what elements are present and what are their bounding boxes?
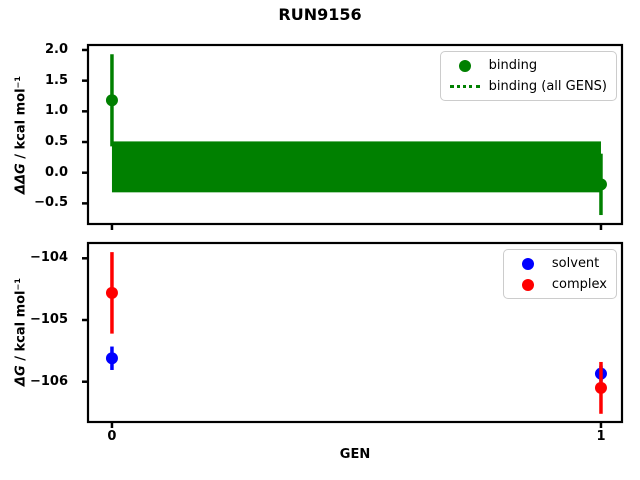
- legend-item-binding: binding: [450, 56, 607, 75]
- complex-data-point: [105, 286, 118, 299]
- solvent-data-point: [105, 352, 118, 365]
- axes-spines: [86, 43, 624, 226]
- legend-marker-icon: [450, 59, 480, 72]
- y-tick-label: 1.5: [44, 72, 68, 88]
- y-tick-label: 0.0: [44, 164, 68, 180]
- legend-label: binding (all GENS): [488, 79, 607, 94]
- y-tick-label: −106: [29, 373, 68, 389]
- legend-dotted-line-icon: [449, 85, 480, 88]
- legend-label: solvent: [551, 256, 600, 271]
- axes-spines: [86, 241, 624, 424]
- dot-glyph: [458, 59, 471, 72]
- legend-marker-icon: [513, 278, 543, 291]
- y-tick-label: −105: [29, 312, 68, 327]
- y-tick-label: 2.0: [44, 41, 68, 57]
- y-tick-label: −104: [29, 250, 68, 266]
- figure-title: RUN9156: [278, 5, 362, 24]
- binding-data-point: [594, 178, 607, 191]
- x-tick-label: 0: [107, 429, 117, 444]
- legend-item-solvent: solvent: [513, 254, 607, 273]
- legend-marker-icon: [513, 257, 543, 270]
- dot-glyph: [521, 278, 534, 291]
- legend-label: binding: [488, 58, 538, 73]
- x-tick-label: 1: [596, 429, 606, 444]
- uncertainty-band: [111, 141, 601, 193]
- x-axis-label: GEN: [339, 447, 371, 462]
- dot-glyph: [521, 257, 534, 270]
- dotted-line-glyph: [449, 85, 480, 88]
- y-tick-label: 1.0: [44, 103, 68, 119]
- binding-data-point: [105, 94, 118, 107]
- legend-bottom-panel: solvent complex: [502, 249, 617, 299]
- legend-item-binding-all-gens-: binding (all GENS): [449, 77, 607, 96]
- complex-data-point: [594, 381, 607, 394]
- y-tick-label: 0.5: [44, 134, 68, 150]
- y-tick-label: −0.5: [34, 195, 68, 211]
- legend-label: complex: [551, 277, 607, 292]
- legend-item-complex: complex: [513, 275, 607, 294]
- legend-top-panel: binding binding (all GENS): [439, 51, 617, 101]
